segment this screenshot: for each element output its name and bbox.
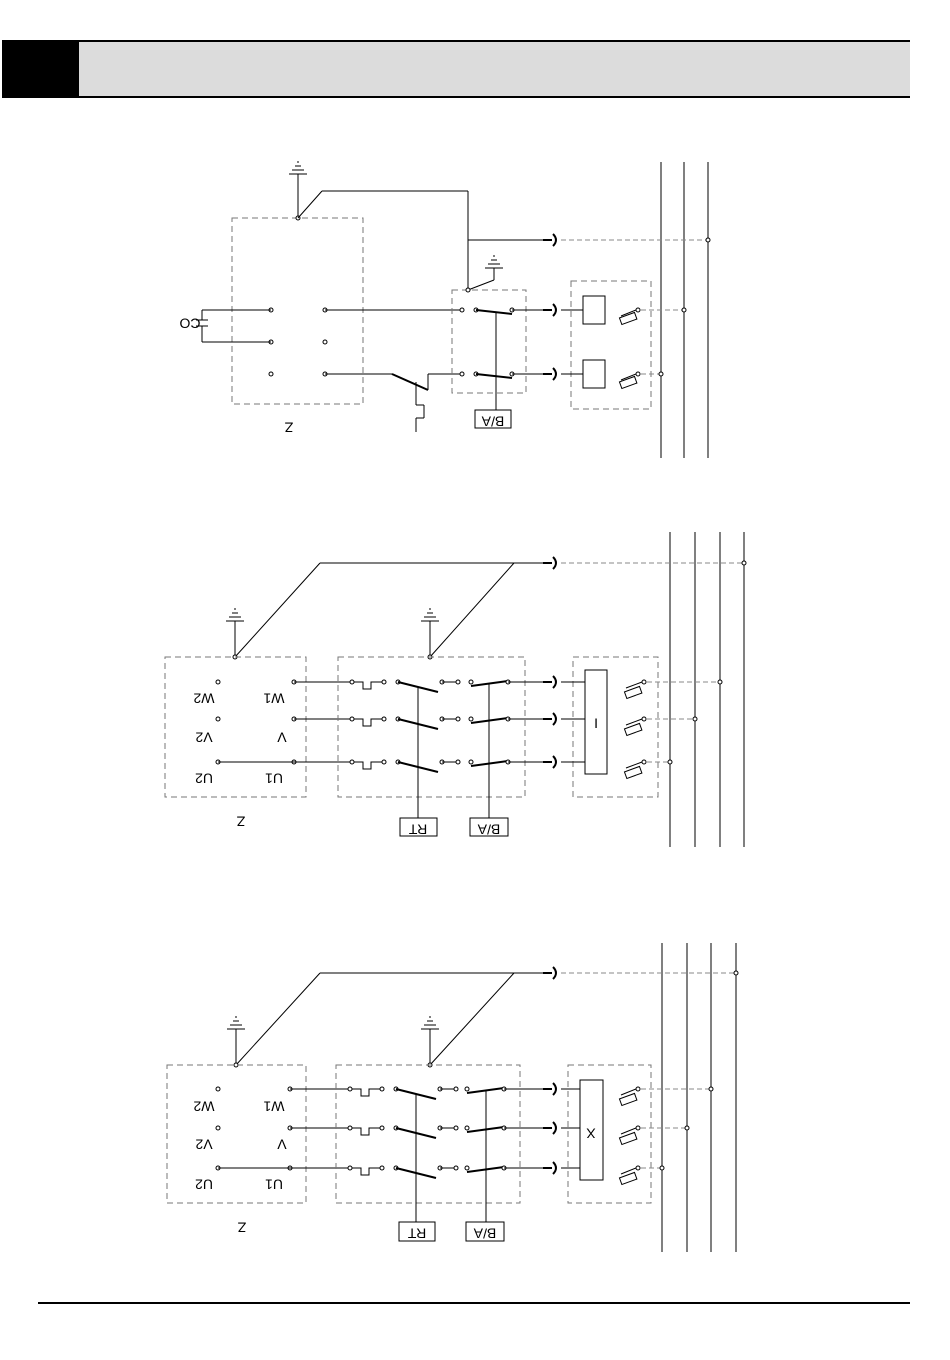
thermal-label-2: RT xyxy=(408,821,427,837)
motor-label-2: Z xyxy=(236,813,245,829)
switch-box-3 xyxy=(336,1065,520,1203)
terminal-label: W1 xyxy=(263,1098,284,1114)
diagram-1: CO Z B/A xyxy=(179,162,710,458)
switch-rows-3 xyxy=(348,1087,506,1178)
motor-box-3 xyxy=(167,1065,306,1203)
switch-rows-2 xyxy=(350,680,510,772)
plug-icon xyxy=(543,756,556,768)
terminal-label: W2 xyxy=(193,1098,214,1114)
thermal-label-3: RT xyxy=(407,1225,426,1241)
terminal-label: V2 xyxy=(195,1136,212,1152)
terminal-label: U1 xyxy=(265,770,283,786)
motor-label-1: Z xyxy=(284,419,293,435)
ground-symbol-icon xyxy=(226,609,244,633)
ground-symbol-icon xyxy=(227,1017,245,1041)
plug-icon xyxy=(543,1162,556,1174)
ground-symbol-icon xyxy=(421,1017,439,1041)
module-symbol-3: X xyxy=(586,1125,596,1141)
ground-symbol-icon xyxy=(289,162,307,186)
plug-icon xyxy=(543,713,556,725)
motor-label-3: Z xyxy=(237,1219,246,1235)
terminal-label: W2 xyxy=(193,690,214,706)
plug-icon xyxy=(543,557,556,569)
terminal-label: U2 xyxy=(195,770,213,786)
motor-box-2 xyxy=(165,657,306,797)
diagram-3: W2 V2 U2 W1 V U1 Z xyxy=(167,943,738,1252)
switch-label-3: B/A xyxy=(473,1225,496,1241)
module-box-2 xyxy=(573,657,658,797)
plug-icon xyxy=(543,1122,556,1134)
diagram-2: W2 V2 U2 W1 V U1 Z xyxy=(165,532,746,847)
terminal-label: V xyxy=(277,1136,287,1152)
plug-icon xyxy=(543,1083,556,1095)
motor-box-1 xyxy=(232,218,363,404)
plug-icon xyxy=(543,304,556,316)
switch-label-2: B/A xyxy=(477,821,500,837)
ground-symbol-icon xyxy=(421,609,439,633)
plug-icon xyxy=(543,368,556,380)
plug-icon xyxy=(543,676,556,688)
terminal-label: V2 xyxy=(195,729,212,745)
plug-icon xyxy=(543,967,556,979)
switch-label-1: B/A xyxy=(481,413,504,429)
capacitor-label: CO xyxy=(179,315,200,331)
switch-box-1 xyxy=(452,290,526,393)
footer-rule xyxy=(38,1302,910,1304)
terminal-label: V xyxy=(277,729,287,745)
terminal-label: W1 xyxy=(263,690,284,706)
plug-icon xyxy=(543,234,556,246)
module-symbol-2: I xyxy=(594,715,598,731)
terminal-label: U1 xyxy=(265,1176,283,1192)
terminal-label: U2 xyxy=(195,1176,213,1192)
